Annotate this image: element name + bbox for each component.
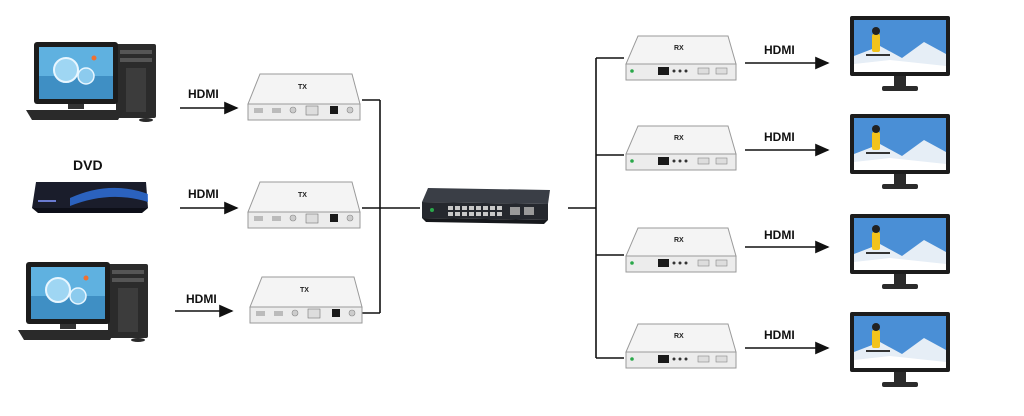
hdmi-label-display-3: HDMI bbox=[764, 228, 795, 242]
monitor-icon bbox=[850, 114, 950, 189]
hdmi-label-display-1: HDMI bbox=[764, 43, 795, 57]
monitor-icon bbox=[850, 312, 950, 387]
desktop-pc-icon bbox=[18, 262, 148, 342]
rx-label: RX bbox=[674, 135, 684, 142]
tx-box-1: TX bbox=[247, 73, 361, 121]
rx-box-3: RX bbox=[625, 227, 737, 273]
rx-box-4: RX bbox=[625, 323, 737, 369]
network-switch-icon bbox=[422, 188, 550, 224]
tx-label: TX bbox=[300, 287, 309, 294]
rx-label: RX bbox=[674, 237, 684, 244]
desktop-pc-icon bbox=[26, 42, 156, 122]
monitor-icon bbox=[850, 16, 950, 91]
rx-box-2: RX bbox=[625, 125, 737, 171]
tx-box-2: TX bbox=[247, 181, 361, 229]
hdmi-label-display-2: HDMI bbox=[764, 130, 795, 144]
rx-box-1: RX bbox=[625, 35, 737, 81]
hdmi-label-display-4: HDMI bbox=[764, 328, 795, 342]
rx-label: RX bbox=[674, 333, 684, 340]
hdmi-label-source-3: HDMI bbox=[186, 292, 217, 306]
hdmi-label-source-2: HDMI bbox=[188, 187, 219, 201]
tx-label: TX bbox=[298, 192, 307, 199]
tx-box-3: TX bbox=[249, 276, 363, 324]
monitor-icon bbox=[850, 214, 950, 289]
hdmi-label-source-1: HDMI bbox=[188, 87, 219, 101]
dvd-player-icon bbox=[32, 182, 148, 213]
dvd-label: DVD bbox=[73, 157, 103, 173]
tx-label: TX bbox=[298, 84, 307, 91]
rx-label: RX bbox=[674, 45, 684, 52]
